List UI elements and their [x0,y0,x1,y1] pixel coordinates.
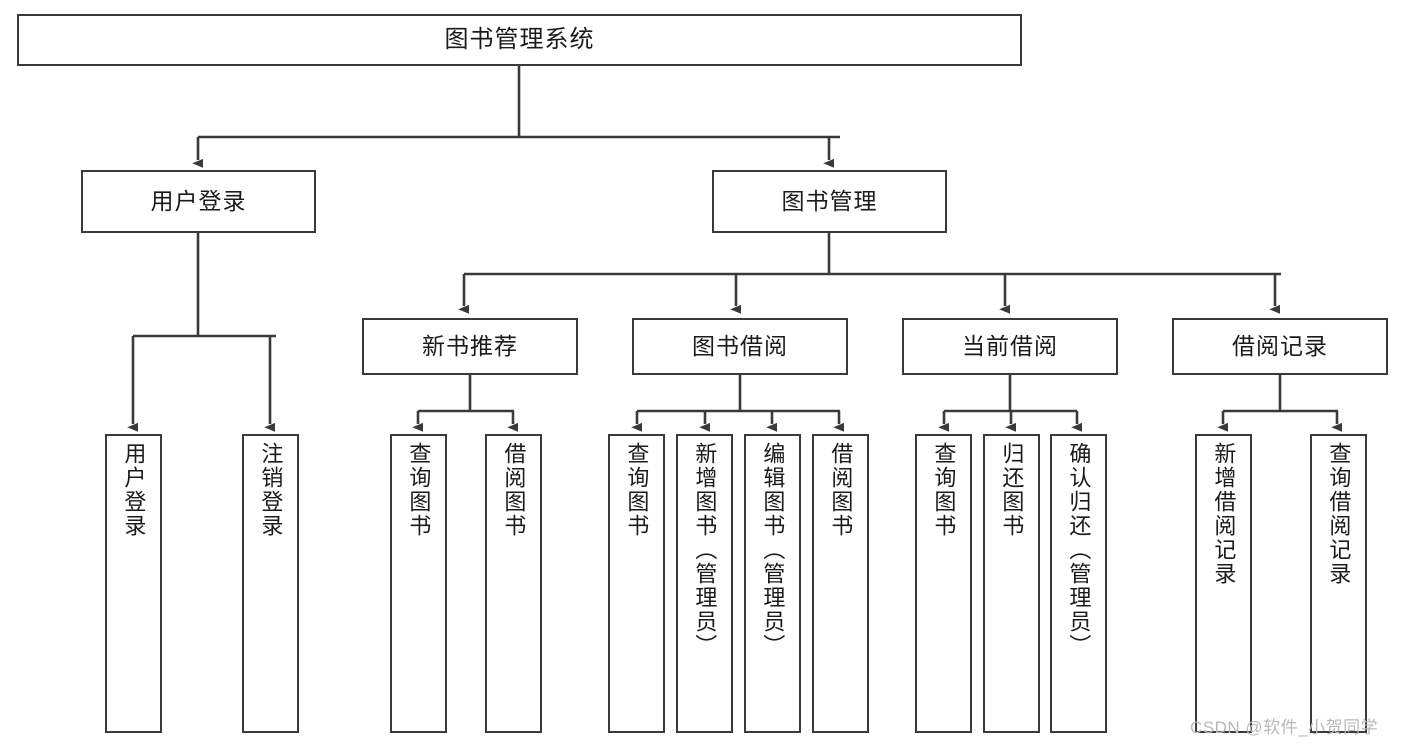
node-label: 归还图书 [999,442,1025,538]
node-label: 新增借阅记录 [1211,442,1237,586]
node-borrow-record[interactable]: 借阅记录 [1172,318,1388,375]
node-leaf-borrow-book[interactable]: 借阅图书 [812,434,869,733]
node-label: 图书借阅 [692,332,788,359]
node-leaf-query-book-borrow[interactable]: 查询图书 [608,434,665,733]
node-leaf-query-book-recommend[interactable]: 查询图书 [390,434,447,733]
node-label: 注销登录 [258,442,284,538]
node-book-borrow[interactable]: 图书借阅 [632,318,848,375]
node-root-book-management-system[interactable]: 图书管理系统 [17,14,1022,66]
node-label: 查询图书 [406,442,432,538]
node-leaf-query-borrow-record[interactable]: 查询借阅记录 [1310,434,1367,733]
node-leaf-user-login[interactable]: 用户登录 [105,434,162,733]
node-leaf-edit-book-admin[interactable]: 编辑图书（管理员） [744,434,801,733]
node-label: 新增图书（管理员） [692,442,718,658]
node-label: 图书管理系统 [444,25,595,53]
node-leaf-confirm-return-admin[interactable]: 确认归还（管理员） [1050,434,1107,733]
node-new-book-recommend[interactable]: 新书推荐 [362,318,578,375]
node-leaf-add-borrow-record[interactable]: 新增借阅记录 [1195,434,1252,733]
node-label: 确认归还（管理员） [1066,442,1092,658]
node-label: 查询借阅记录 [1326,442,1352,586]
node-label: 借阅图书 [501,442,527,538]
node-leaf-return-book[interactable]: 归还图书 [983,434,1040,733]
node-label: 借阅记录 [1232,332,1328,359]
node-label: 新书推荐 [422,332,518,359]
node-label: 用户登录 [121,442,147,538]
node-label: 当前借阅 [962,332,1058,359]
node-leaf-user-logout[interactable]: 注销登录 [242,434,299,733]
node-leaf-query-book-current[interactable]: 查询图书 [915,434,972,733]
node-leaf-add-book-admin[interactable]: 新增图书（管理员） [676,434,733,733]
node-label: 图书管理 [781,187,878,214]
node-user-login[interactable]: 用户登录 [81,170,316,233]
node-current-borrow[interactable]: 当前借阅 [902,318,1118,375]
node-label: 借阅图书 [828,442,854,538]
watermark: CSDN @软件_小贺同学 [1190,718,1379,737]
node-book-manage[interactable]: 图书管理 [712,170,947,233]
node-leaf-borrow-book-recommend[interactable]: 借阅图书 [485,434,542,733]
node-label: 编辑图书（管理员） [760,442,786,658]
node-label: 查询图书 [931,442,957,538]
node-label: 用户登录 [150,187,247,214]
node-label: 查询图书 [624,442,650,538]
